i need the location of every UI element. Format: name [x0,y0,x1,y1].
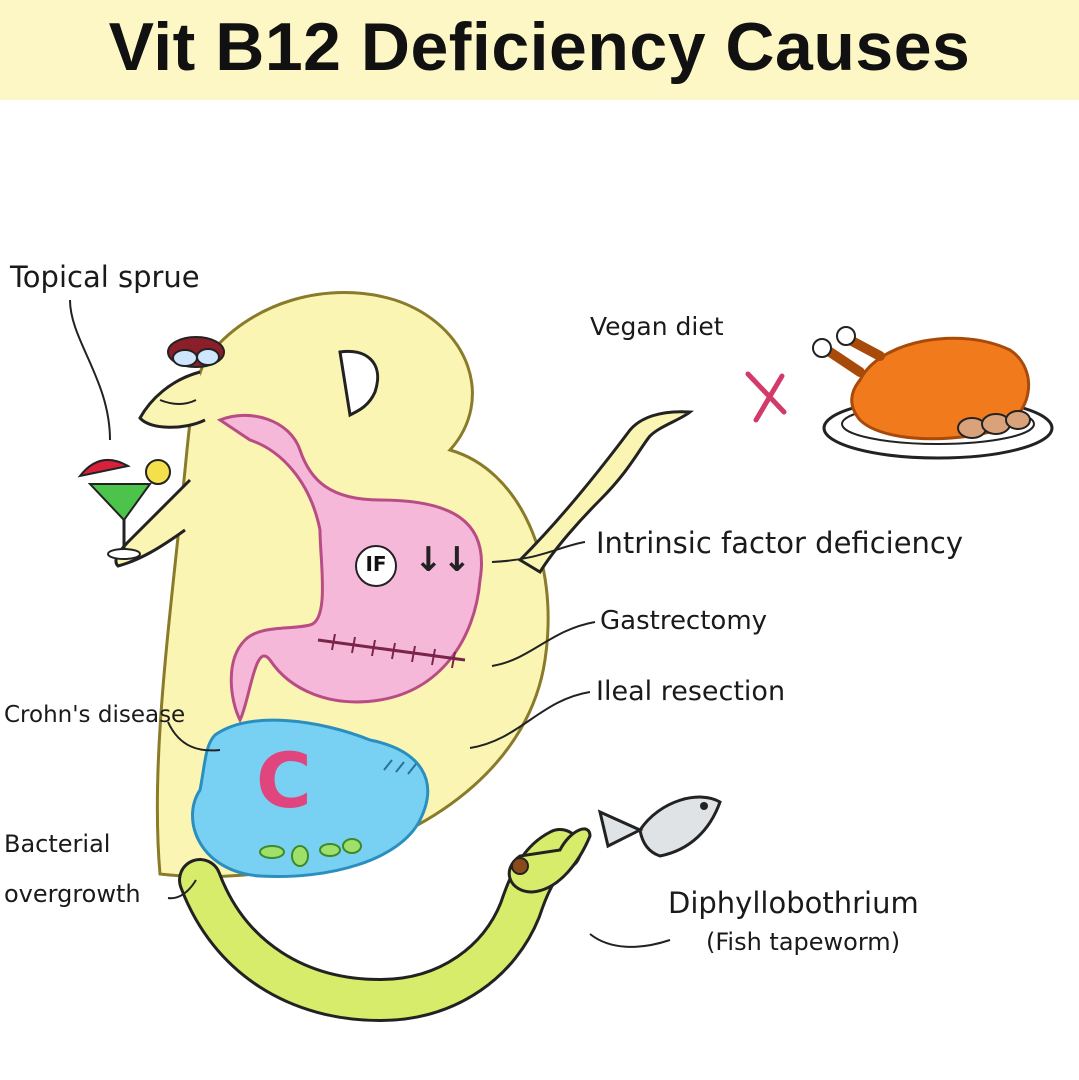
stomach [216,413,483,724]
right-arm [517,410,694,575]
label-bacterial: Bacterial [4,830,111,858]
crohn-letter: C [256,736,312,825]
bacteria-icon [259,838,362,867]
roast-turkey-icon [812,326,1054,460]
leader-topical-sprue [69,299,111,441]
title-band [0,0,1079,100]
label-fish-tapeworm: (Fish tapeworm) [706,928,901,956]
leader-gastrectomy [491,621,596,667]
label-intrinsic-factor-deficiency: Intrinsic factor deficiency [596,526,964,560]
label-diphyllobothrium: Diphyllobothrium [668,886,919,920]
tapeworm-icon [178,827,592,1023]
character-face [138,336,225,429]
decrease-arrows: ↓↓ [414,540,471,580]
fish-icon [597,795,722,858]
leader-lines [69,299,671,948]
label-overgrowth: overgrowth [4,880,141,908]
label-crohns-disease: Crohn's disease [4,702,186,728]
leader-ileal-resection [469,691,591,749]
leader-bacterial [167,879,197,900]
label-topical-sprue: Topical sprue [10,260,200,294]
colon [191,718,430,878]
label-vegan-diet: Vegan diet [590,312,724,341]
page-title: Vit B12 Deficiency Causes [108,9,971,85]
if-stamp-label: IF [365,552,387,576]
leader-crohns [167,721,221,752]
leader-diphyllobothrium [589,933,671,948]
if-stamp-circle [355,545,397,587]
cocktail-icon [77,458,171,560]
label-gastrectomy: Gastrectomy [600,606,768,636]
leader-intrinsic-factor [491,541,586,563]
label-ileal-resection: Ileal resection [596,676,786,707]
cross-mark-icon [745,371,787,423]
